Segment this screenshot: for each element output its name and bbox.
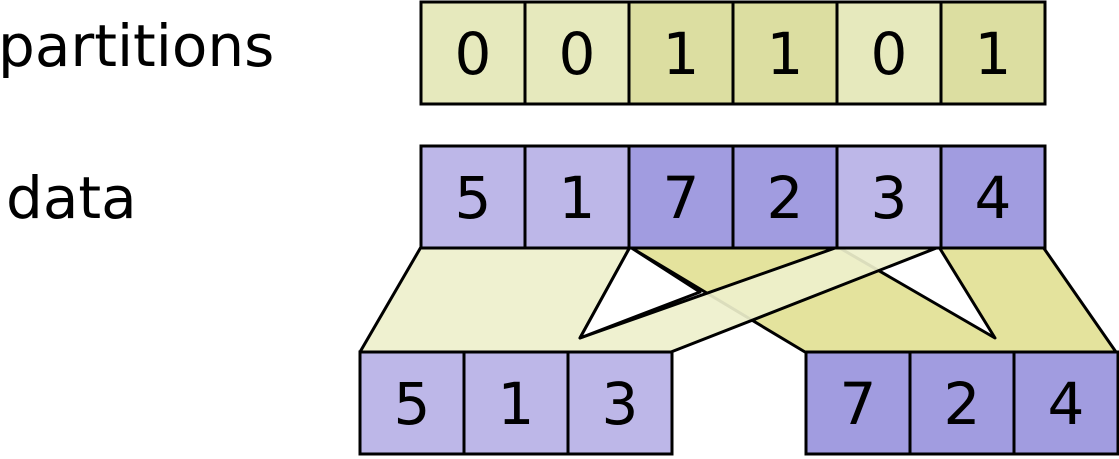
partition-cell [523, 0, 631, 106]
partition-cell [419, 0, 527, 106]
partition-value: 1 [767, 20, 804, 88]
output-left-cell [358, 350, 466, 456]
output-right-cell [1012, 350, 1119, 456]
data-cell [523, 144, 631, 250]
band-gap-left [578, 245, 702, 340]
data-value: 7 [663, 164, 700, 232]
data-value: 2 [767, 164, 804, 232]
output-left-value: 1 [498, 370, 535, 438]
output-left-value: 5 [394, 370, 431, 438]
data-cell [419, 144, 527, 250]
data-cell [627, 144, 735, 250]
data-value: 5 [455, 164, 492, 232]
output-right-value: 4 [1048, 370, 1085, 438]
data-cell [939, 144, 1047, 250]
data-value: 1 [559, 164, 596, 232]
output-right-cell [908, 350, 1016, 456]
data-value: 3 [871, 164, 908, 232]
partition-cell [939, 0, 1047, 106]
data-cell [835, 144, 943, 250]
output-left-cell [566, 350, 674, 456]
output-right-value: 2 [944, 370, 981, 438]
output-right-cell [804, 350, 912, 456]
shuffle-bands [358, 245, 1118, 354]
output-left-cell [462, 350, 570, 456]
partition-value: 0 [871, 20, 908, 88]
partition-value: 1 [663, 20, 700, 88]
partition-value: 0 [455, 20, 492, 88]
output-left-value: 3 [602, 370, 639, 438]
data-value: 4 [975, 164, 1012, 232]
partition-value: 1 [975, 20, 1012, 88]
output-right-value: 7 [840, 370, 877, 438]
data-label: data [6, 164, 137, 232]
partition-value: 0 [559, 20, 596, 88]
partitions-label: partitions [0, 12, 274, 80]
